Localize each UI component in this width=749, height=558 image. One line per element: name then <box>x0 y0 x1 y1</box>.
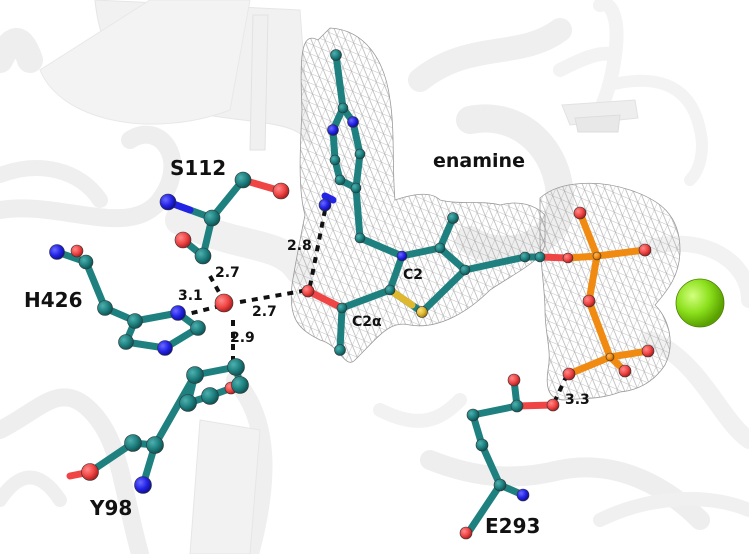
distance-label-h426-water: 3.1 <box>178 288 203 304</box>
distance-label-e293-phosphate: 3.3 <box>565 392 590 408</box>
distance-label-water-y98: 2.9 <box>230 330 255 346</box>
hbond-n4-o <box>308 209 327 287</box>
distance-label-s112-water: 2.7 <box>215 265 240 281</box>
atoms <box>49 49 725 540</box>
ligand-label-enamine: enamine <box>433 150 525 172</box>
distance-label-water-c2a: 2.7 <box>252 304 277 320</box>
residue-label-s112: S112 <box>170 156 227 180</box>
residue-label-e293: E293 <box>485 514 541 538</box>
residue-label-h426: H426 <box>24 288 83 312</box>
hbond-h426-water <box>179 304 221 318</box>
residue-label-y98: Y98 <box>90 496 133 520</box>
atom-label-c2alpha: C2α <box>352 314 382 330</box>
distance-label-n4-o: 2.8 <box>287 238 312 254</box>
water-molecule <box>214 293 234 313</box>
magnesium-ion <box>675 278 725 328</box>
atom-label-c2: C2 <box>403 267 424 283</box>
